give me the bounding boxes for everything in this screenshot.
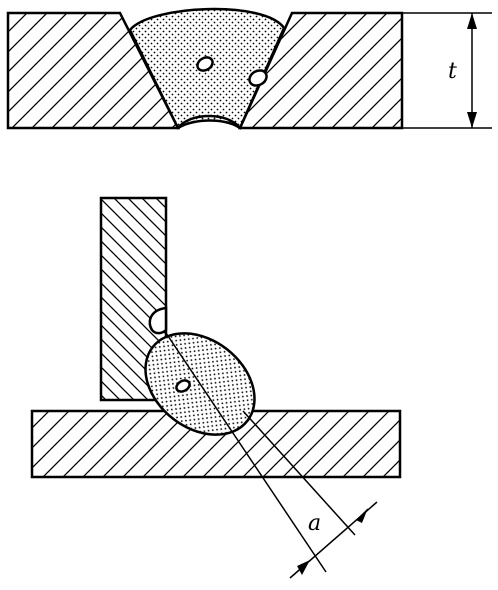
undercut-notch bbox=[148, 306, 168, 335]
pore-icon bbox=[175, 379, 191, 393]
arrow-up-icon bbox=[467, 13, 477, 29]
butt-weld-root bbox=[177, 114, 241, 129]
arrow-down-icon bbox=[467, 112, 477, 128]
thickness-dimension: t bbox=[402, 12, 492, 129]
arrow-icon bbox=[297, 560, 310, 575]
pore-icon bbox=[196, 56, 214, 72]
butt-weld: t bbox=[6, 7, 492, 130]
throat-label: a bbox=[308, 511, 321, 536]
fillet-weld: a bbox=[30, 196, 402, 579]
pore-icon bbox=[248, 69, 268, 87]
fillet-base-plate bbox=[30, 409, 402, 479]
thickness-label: t bbox=[448, 59, 457, 84]
throat-dimension: a bbox=[165, 332, 378, 579]
arrow-icon bbox=[356, 508, 368, 523]
